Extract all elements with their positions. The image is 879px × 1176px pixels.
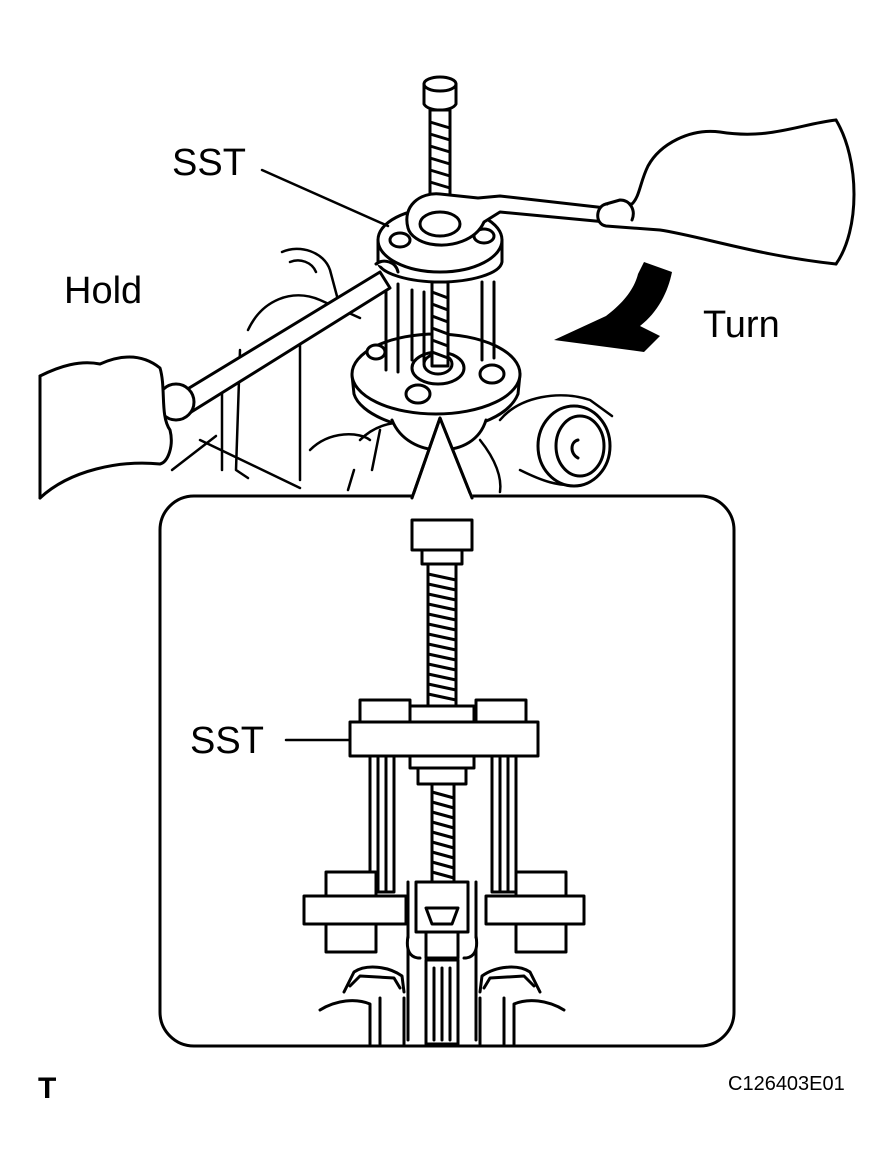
turning-wrench <box>405 192 608 247</box>
sst-top-leader <box>260 168 390 228</box>
engine-housing <box>170 247 614 494</box>
sst-label-inset: SST <box>190 720 264 762</box>
left-hand <box>38 355 173 500</box>
center-bolt <box>422 75 458 368</box>
right-hand <box>596 118 856 266</box>
curved-arrow-icon <box>554 262 672 352</box>
figure-code: C126403E01 <box>728 1073 845 1095</box>
housing-boss <box>536 404 612 488</box>
hold-label: Hold <box>64 270 143 312</box>
holding-wrench <box>156 259 400 422</box>
inset-cross-section <box>302 518 586 1046</box>
corner-mark: T <box>38 1072 57 1105</box>
sst-label-top: SST <box>172 142 246 184</box>
turn-label: Turn <box>703 304 780 346</box>
